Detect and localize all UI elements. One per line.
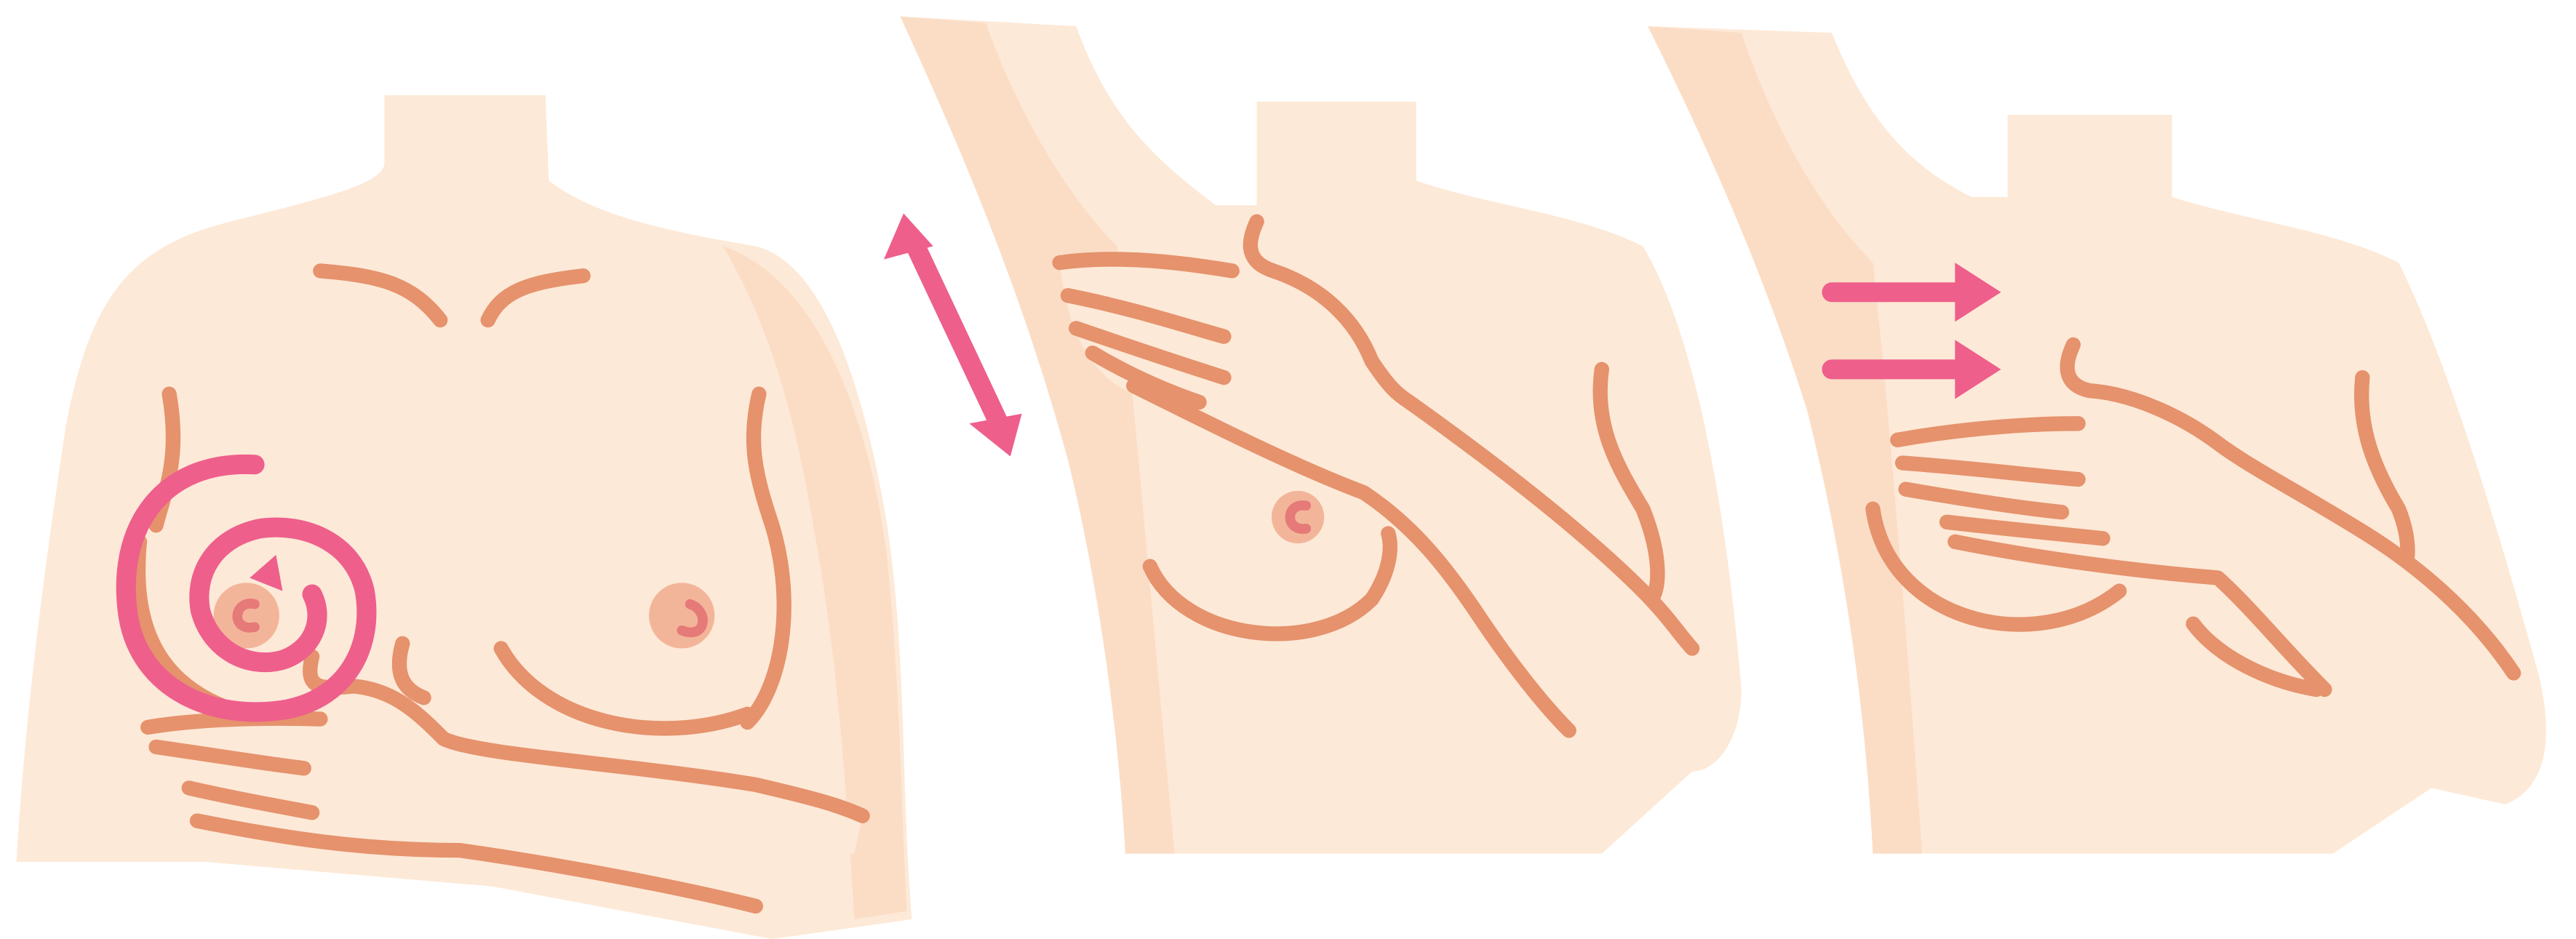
up-down-arrow-head-bottom — [969, 414, 1021, 457]
panel-vertical — [884, 17, 1742, 854]
up-down-arrow-line — [912, 238, 1002, 430]
panel-horizontal — [1648, 26, 2546, 854]
panel-circular — [17, 95, 912, 939]
nipple-2 — [1272, 491, 1324, 543]
